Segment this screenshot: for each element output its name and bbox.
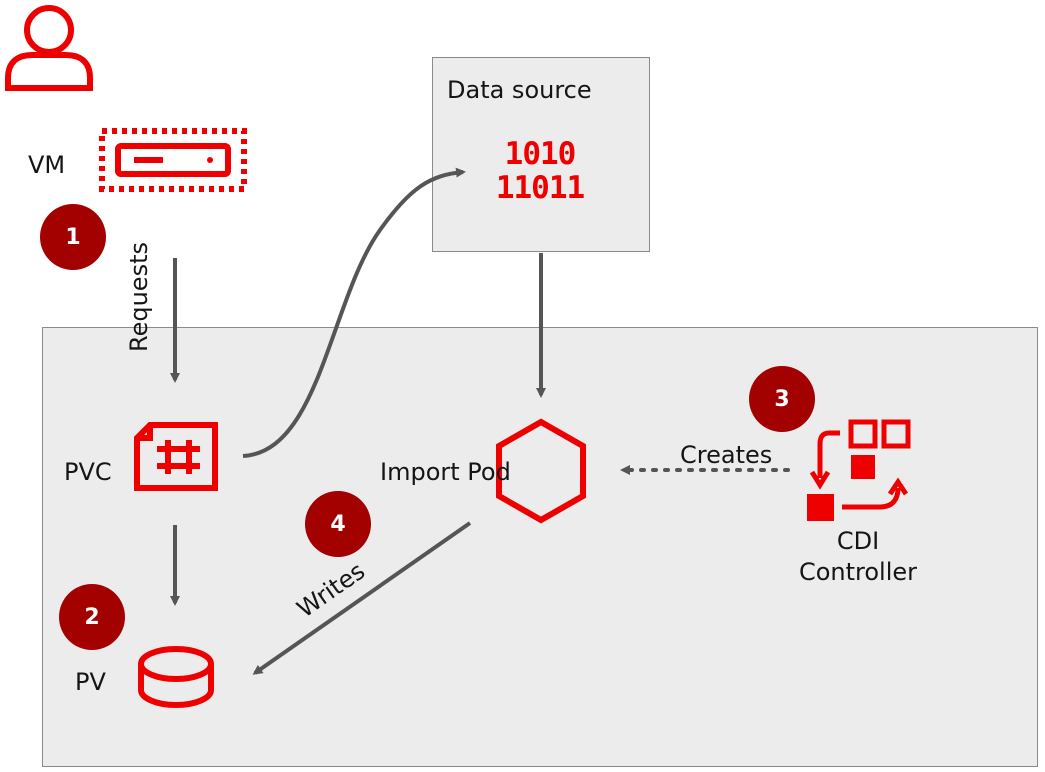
edge-label-creates: Creates: [680, 441, 773, 469]
storage-disk-icon: [138, 646, 214, 708]
edge-label-requests: Requests: [125, 242, 153, 352]
step-badge-4: 4: [305, 491, 371, 557]
server-icon: [99, 128, 247, 192]
binary-data-icon: 1010 11011: [490, 137, 590, 205]
controller-icon: [807, 419, 911, 521]
pvc-label: PVC: [64, 458, 112, 486]
import-pod-label: Import Pod: [380, 458, 511, 486]
data-source-label: Data source: [447, 76, 592, 104]
step-badge-1: 1: [40, 204, 106, 270]
cdi-label-line2: Controller: [798, 558, 918, 586]
step-badge-3: 3: [749, 366, 815, 432]
vm-label: VM: [28, 151, 66, 179]
cdi-label-line1: CDI: [836, 527, 880, 555]
arrow-pvc-to-data-source: [242, 167, 466, 458]
data-source-box: [432, 57, 650, 252]
pvc-icon: [134, 422, 218, 491]
binary-row-2: 11011: [495, 170, 585, 206]
cdi-controller-label: CDI Controller: [796, 526, 920, 588]
binary-row-1: 1010: [504, 136, 577, 172]
step-badge-2: 2: [59, 584, 125, 650]
arrow-writes: [252, 521, 472, 675]
pv-label: PV: [75, 668, 106, 696]
hexagon-pod-icon: [496, 418, 586, 524]
user-icon: [5, 5, 93, 91]
